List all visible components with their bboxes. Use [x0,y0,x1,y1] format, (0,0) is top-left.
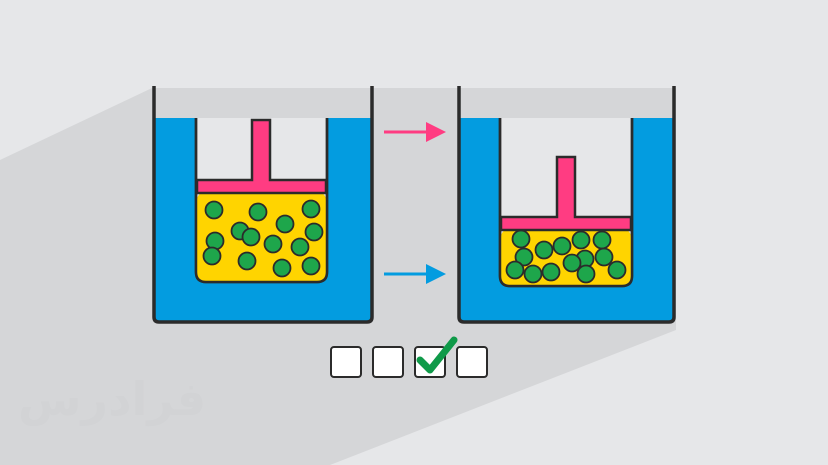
gas-particle [263,234,283,254]
gas-particle [541,262,561,282]
gas-particle [552,236,572,256]
arrow-right-icon [384,264,446,284]
gas-particle [290,237,310,257]
left-vessel-outline [152,86,374,324]
gas-particle [248,202,268,222]
gas-particle [272,258,292,278]
right-cylinder-outline [498,118,634,288]
gas-particle [534,240,554,260]
gas-particle [304,222,324,242]
left-piston [195,118,328,195]
gas-particle [511,229,531,249]
gas-particle [571,230,591,250]
answer-checkbox-4[interactable] [456,346,488,378]
left-gas [197,192,326,281]
gas-particle [505,260,525,280]
right-container [457,86,676,324]
gas-particle [204,200,224,220]
gas-particle [301,199,321,219]
right-particles [505,229,627,284]
left-cylinder-outline [194,118,329,284]
gas-particle [301,256,321,276]
arrow-right-icon [384,122,446,142]
gas-particle [562,253,582,273]
answer-checkbox-2[interactable] [372,346,404,378]
answer-options [330,336,488,378]
left-particles [202,199,324,278]
right-vessel-outline [457,86,676,324]
gas-particle [576,264,596,284]
answer-checkbox-1[interactable] [330,346,362,378]
left-container [152,86,374,324]
watermark-logo: فرادرس [18,372,207,426]
gas-particle [241,227,261,247]
gas-particle [594,247,614,267]
gas-particle [237,251,257,271]
check-mark-icon [416,336,458,374]
gas-particle [275,214,295,234]
gas-particle [592,230,612,250]
right-piston [499,155,633,232]
gas-particle [514,247,534,267]
gas-particle [607,260,627,280]
gas-particle [523,264,543,284]
gas-particle [205,231,225,251]
answer-checkbox-3-checked[interactable] [414,336,458,378]
gas-particle [202,246,222,266]
